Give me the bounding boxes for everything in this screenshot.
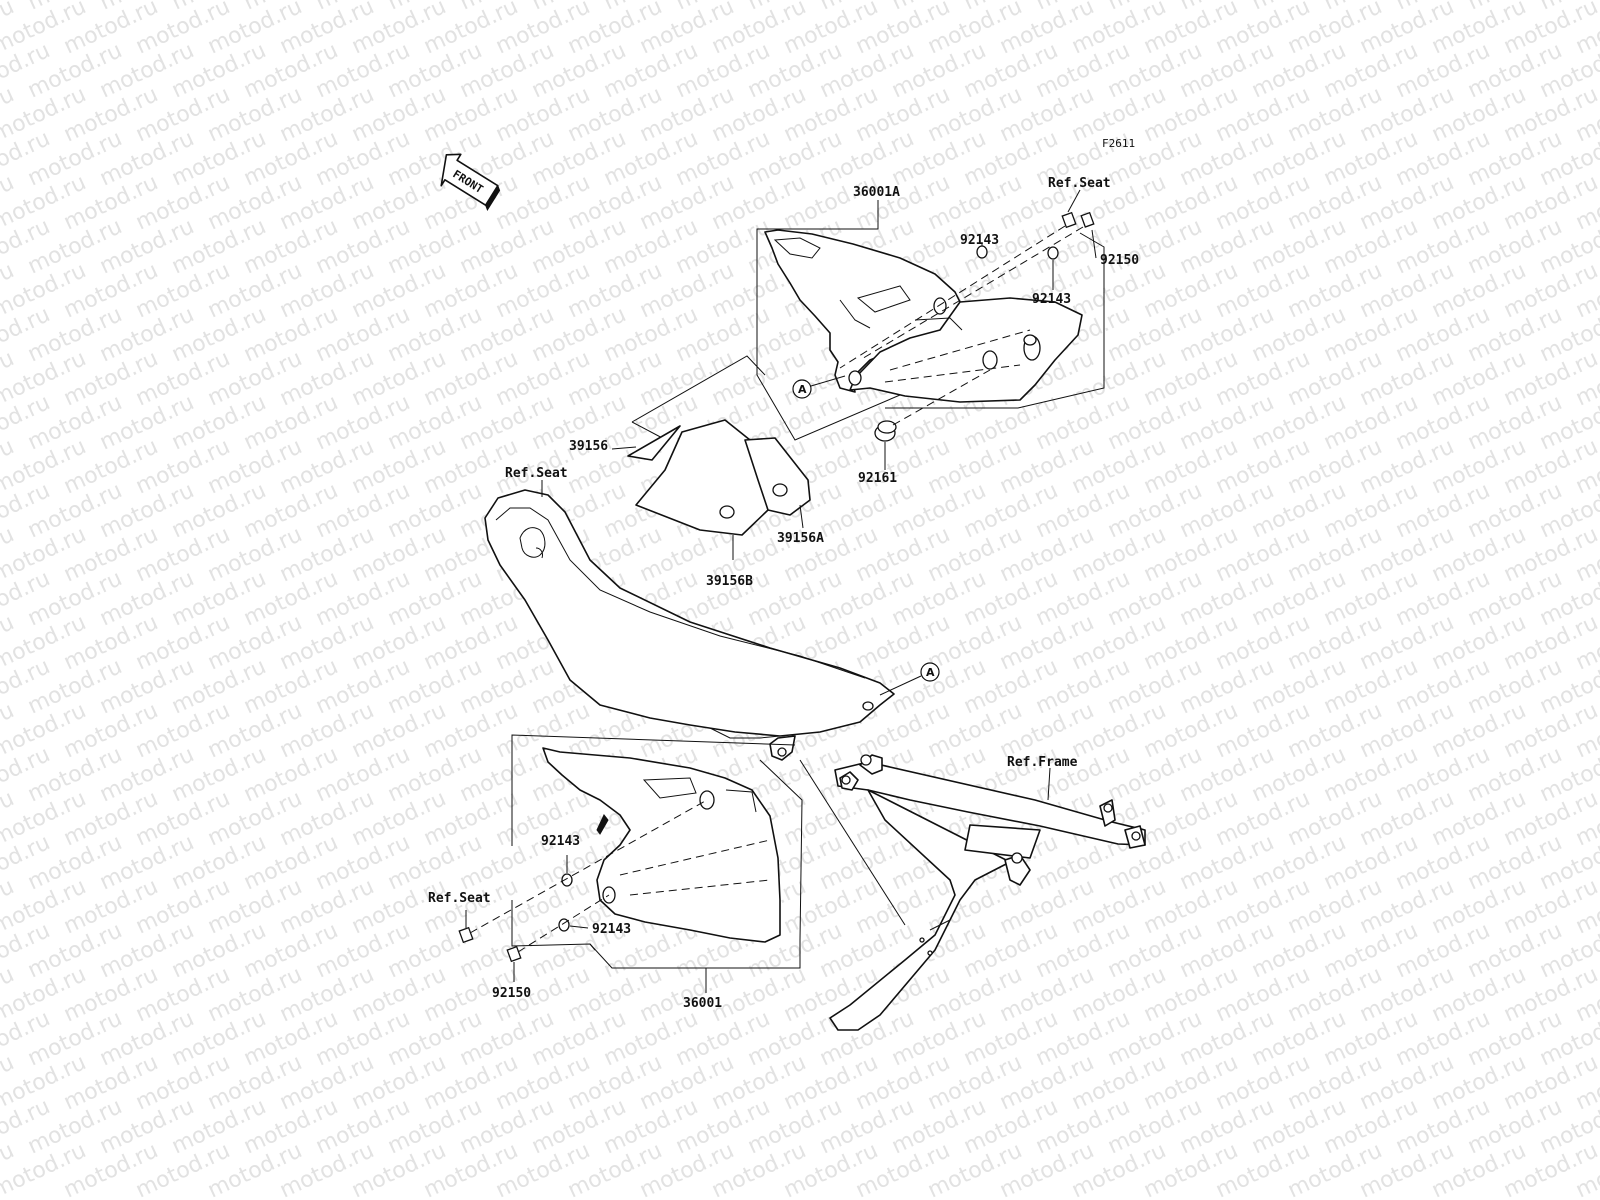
bolt-ref-seat-low (458, 799, 708, 944)
collar-92143-low (561, 873, 573, 887)
label-92161: 92161 (858, 471, 897, 486)
group-bracket-36001a (756, 216, 901, 441)
label-92143-low: 92143 (541, 834, 580, 849)
group-bracket-36001 (511, 734, 796, 846)
label-92143-top2: 92143 (1032, 292, 1071, 307)
label-ref-seat-mid: Ref.Seat (505, 466, 568, 481)
decal-39156b (635, 419, 769, 536)
label-ref-frame: Ref.Frame (1007, 755, 1078, 770)
ref-circle-a-mid-label: A (926, 666, 935, 679)
ref-circle-a-top: A (792, 375, 846, 399)
seat (484, 489, 895, 761)
bolt-92150-low (506, 894, 610, 963)
label-39156: 39156 (569, 439, 608, 454)
figure-code: F2611 (1102, 137, 1135, 150)
left-side-cover (542, 747, 781, 943)
label-36001a: 36001A (853, 185, 900, 200)
ref-circle-a-top-label: A (798, 383, 807, 396)
decal-39156 (627, 425, 681, 461)
label-92143-low2: 92143 (592, 922, 631, 937)
bolt-92150-top (839, 211, 1077, 369)
group-bracket-36001a-right (885, 232, 1105, 409)
rear-frame (829, 754, 1146, 1031)
grommet-92161 (874, 369, 991, 442)
decal-bracket (631, 355, 766, 423)
collar-92143-top2 (1047, 246, 1059, 260)
label-92150-top: 92150 (1100, 253, 1139, 268)
ref-circle-a-mid: A (879, 662, 940, 696)
label-36001: 36001 (683, 996, 722, 1011)
label-39156b: 39156B (706, 574, 753, 589)
label-ref-seat-low: Ref.Seat (428, 891, 491, 906)
label-92150-low: 92150 (492, 986, 531, 1001)
bolt-ref-seat-top (859, 211, 1095, 361)
right-side-cover (764, 229, 1083, 403)
label-ref-seat-top: Ref.Seat (1048, 176, 1111, 191)
label-39156a: 39156A (777, 531, 824, 546)
label-92143-top: 92143 (960, 233, 999, 248)
